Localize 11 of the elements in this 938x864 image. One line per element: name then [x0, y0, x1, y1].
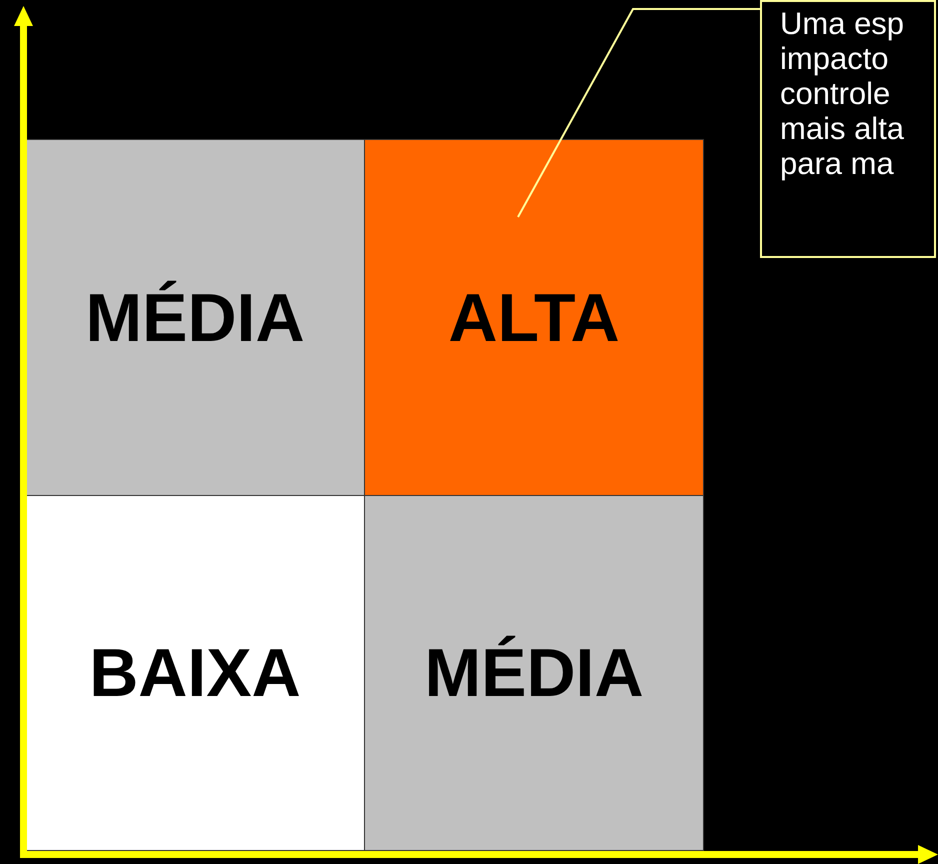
cell-label: MÉDIA	[85, 278, 305, 356]
matrix-cell	[25, 495, 365, 851]
matrix-cell	[25, 139, 365, 496]
leader-line	[517, 8, 760, 218]
cell-label: MÉDIA	[424, 634, 644, 712]
matrix-cell	[364, 495, 704, 851]
callout-box	[760, 0, 936, 258]
cell-label: ALTA	[448, 278, 620, 356]
matrix-cell	[364, 139, 704, 496]
cell-label: BAIXA	[89, 634, 301, 712]
callout-text: Uma esp impacto controle mais alta para ma	[780, 6, 906, 181]
